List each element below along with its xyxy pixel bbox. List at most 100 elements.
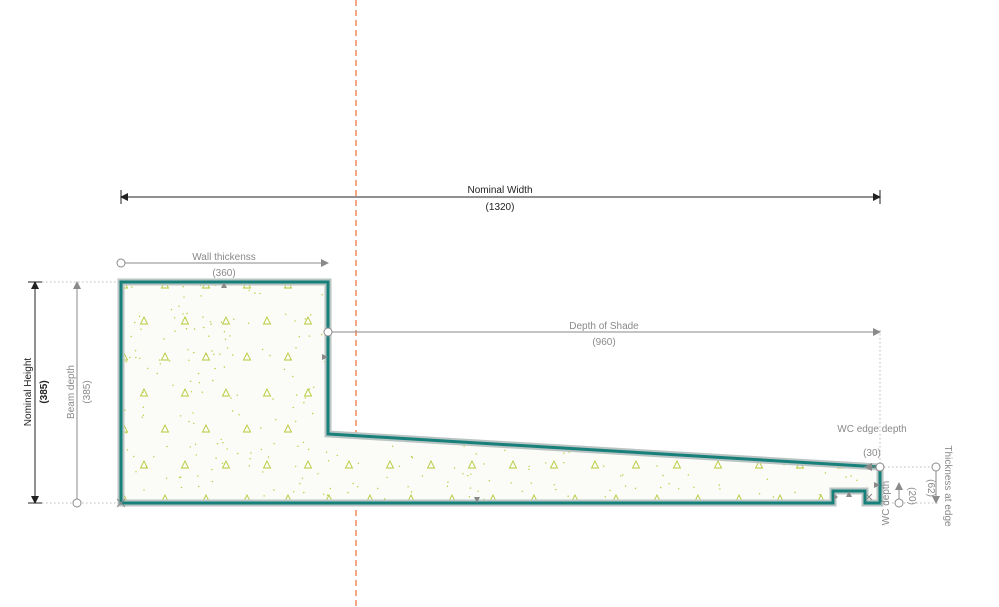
hatch-dot	[793, 373, 795, 375]
triangle-outline-icon	[652, 423, 662, 433]
hatch-dot	[655, 400, 658, 402]
hatch-dot	[389, 427, 392, 429]
hatch-dot	[500, 311, 503, 313]
triangle-outline-icon	[795, 315, 805, 325]
hatch-dot	[660, 486, 662, 489]
hatch-dot	[842, 282, 844, 284]
triangle-outline-icon	[385, 315, 395, 325]
hatch-dot	[528, 343, 530, 345]
hatch-dot	[131, 286, 133, 288]
wc-edge-depth-dimension[interactable]: WC edge depth (30)	[837, 424, 907, 472]
hatch-dot	[697, 426, 699, 428]
hatch-dot	[685, 310, 687, 312]
hatch-dot	[568, 372, 570, 374]
beam-depth-dimension[interactable]: Beam depth (385)	[66, 281, 93, 508]
hatch-dot	[801, 340, 803, 342]
hatch-dot	[720, 438, 723, 440]
hatch-dot	[381, 373, 384, 376]
hatch-dot	[195, 454, 197, 456]
triangle-outline-icon	[611, 351, 621, 361]
hatch-dot	[454, 365, 456, 367]
hatch-dot	[530, 482, 532, 484]
hatch-dot	[767, 287, 769, 290]
hatch-dot	[310, 314, 312, 316]
hatch-dot	[295, 420, 297, 423]
hatch-dot	[208, 335, 210, 337]
hatch-dot	[566, 428, 568, 430]
hatch-dot	[369, 394, 371, 396]
triangle-outline-icon	[775, 423, 785, 433]
triangle-outline-icon	[242, 423, 252, 433]
hatch-dot	[166, 445, 168, 448]
triangle-outline-icon	[426, 387, 436, 397]
hatch-dot	[676, 390, 679, 392]
hatch-dot	[165, 477, 168, 479]
hatch-dot	[454, 298, 457, 300]
triangle-outline-icon	[201, 351, 211, 361]
hatch-dot	[343, 308, 345, 311]
wall-thickness-dimension[interactable]: Wall thickenss (360)	[116, 252, 329, 279]
hatch-dot	[755, 447, 757, 449]
hatch-dot	[292, 375, 294, 378]
hatch-dot	[211, 350, 213, 352]
hatch-dot	[634, 318, 637, 321]
hatch-dot	[229, 335, 231, 337]
thickness-at-edge-dimension[interactable]: Thickness at edge (62)	[925, 445, 953, 527]
triangle-outline-icon	[303, 387, 313, 397]
hatch-dot	[303, 402, 305, 404]
hatch-dot	[188, 359, 190, 361]
hatch-dot	[684, 329, 687, 332]
hatch-dot	[446, 485, 449, 488]
hatch-dot	[854, 283, 856, 285]
hatch-dot	[642, 413, 644, 415]
triangle-outline-icon	[385, 387, 395, 397]
circle-endpoint-icon	[894, 498, 904, 508]
hatch-dot	[476, 379, 479, 381]
hatch-dot	[135, 356, 137, 359]
wc-depth-dimension[interactable]: WC depth (20)	[881, 481, 917, 525]
hatch-dot	[391, 445, 394, 447]
hatch-dot	[653, 405, 655, 407]
nominal-height-dimension[interactable]: Nominal Height (385)	[23, 281, 50, 504]
triangle-outline-icon	[816, 351, 826, 361]
triangle-outline-icon	[857, 282, 867, 289]
hatch-dot	[301, 477, 304, 479]
circle-endpoint-icon	[875, 462, 885, 472]
hatch-dot	[143, 489, 145, 491]
hatch-dot	[791, 429, 793, 431]
hatch-dot	[873, 376, 876, 378]
hatch-dot	[415, 336, 417, 339]
hatch-dot	[200, 295, 202, 297]
hatch-dot	[687, 474, 689, 476]
triangle-outline-icon	[672, 387, 682, 397]
hatch-dot	[775, 407, 778, 410]
triangle-outline-icon	[283, 351, 293, 361]
hatch-dot	[263, 495, 265, 497]
triangle-outline-icon	[508, 459, 518, 469]
nominal-width-dimension[interactable]: Nominal Width (1320)	[120, 185, 881, 213]
hatch-dot	[680, 390, 682, 392]
hatch-dot	[823, 370, 825, 373]
depth-of-shade-dimension[interactable]: Depth of Shade (960)	[323, 321, 881, 348]
hatch-dot	[462, 301, 464, 303]
hatch-dot	[484, 363, 487, 365]
hatch-dot	[765, 448, 767, 450]
hatch-dot	[730, 372, 732, 375]
hatch-dot	[382, 421, 384, 423]
hatch-dot	[703, 428, 706, 430]
hatch-dot	[488, 304, 490, 306]
hatch-dot	[394, 336, 396, 339]
hatch-dot	[397, 300, 399, 302]
hatch-dot	[721, 286, 724, 289]
hatch-dot	[567, 495, 569, 497]
triangle-outline-icon	[385, 459, 395, 469]
hatch-dot	[325, 451, 328, 453]
hatch-dot	[671, 438, 673, 440]
triangle-outline-icon	[775, 282, 785, 289]
triangle-outline-icon	[713, 315, 723, 325]
hatch-dot	[391, 370, 393, 373]
hatch-dot	[410, 455, 413, 458]
section-outline[interactable]	[119, 280, 882, 505]
hatch-dot	[809, 441, 811, 443]
hatch-dot	[193, 351, 195, 354]
